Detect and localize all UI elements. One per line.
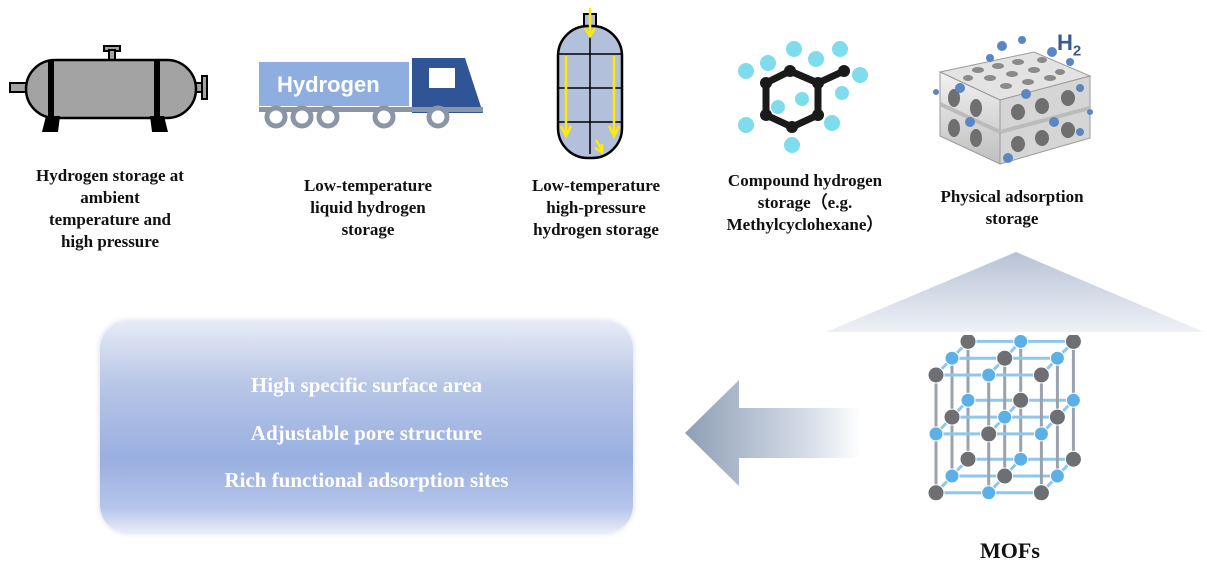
mof-metal-node — [1032, 366, 1050, 384]
mof-linker-node — [981, 485, 997, 501]
mof-metal-node — [1048, 408, 1066, 426]
left-arrow-icon — [683, 378, 863, 493]
mof-metal-node — [959, 450, 977, 468]
mof-linker-node — [1033, 426, 1049, 442]
mof-linker-node — [960, 392, 976, 408]
mof-linker-node — [928, 426, 944, 442]
mof-linker-node — [1065, 392, 1081, 408]
mof-metal-node — [980, 425, 998, 443]
mof-linker-node — [944, 350, 960, 366]
mof-linker-node — [997, 409, 1013, 425]
zoom-spotlight-shape — [820, 250, 1207, 340]
feature-adsorption-sites: Rich functional adsorption sites — [224, 468, 509, 492]
methylcyclohexane-molecule-icon — [732, 35, 872, 160]
mof-linker-node — [1013, 333, 1029, 349]
mof-metal-node — [959, 332, 977, 350]
mof-features-box: High specific surface area Adjustable po… — [100, 321, 633, 533]
mof-metal-node — [996, 349, 1014, 367]
mof-metal-node — [943, 408, 961, 426]
mof-linker-node — [1049, 350, 1065, 366]
mof-lattice-svg — [927, 332, 1082, 502]
hydrogen-truck-icon: Hydrogen — [255, 56, 487, 137]
truck-label: Hydrogen — [277, 72, 380, 97]
feature-pore-structure: Adjustable pore structure — [250, 421, 483, 445]
mof-linker-node — [981, 367, 997, 383]
high-pressure-tank-icon — [8, 40, 213, 140]
mof-metal-node — [1012, 391, 1030, 409]
porous-material-icon — [930, 32, 1100, 187]
mof-linker-node — [1049, 468, 1065, 484]
mof-linker-node — [1013, 451, 1029, 467]
mof-metal-node — [1064, 332, 1082, 350]
mof-metal-node — [927, 366, 945, 384]
mof-metal-node — [1032, 484, 1050, 502]
mof-lattice-icon — [918, 332, 1108, 540]
mof-linker-node — [944, 468, 960, 484]
h2-label: H2 — [1057, 30, 1082, 60]
pressure-cylinder-icon — [552, 6, 630, 167]
mofs-label: MOFs — [980, 538, 1040, 563]
mof-metal-node — [1064, 450, 1082, 468]
feature-surface-area: High specific surface area — [250, 373, 483, 397]
mof-metal-node — [927, 484, 945, 502]
mof-metal-node — [996, 467, 1014, 485]
